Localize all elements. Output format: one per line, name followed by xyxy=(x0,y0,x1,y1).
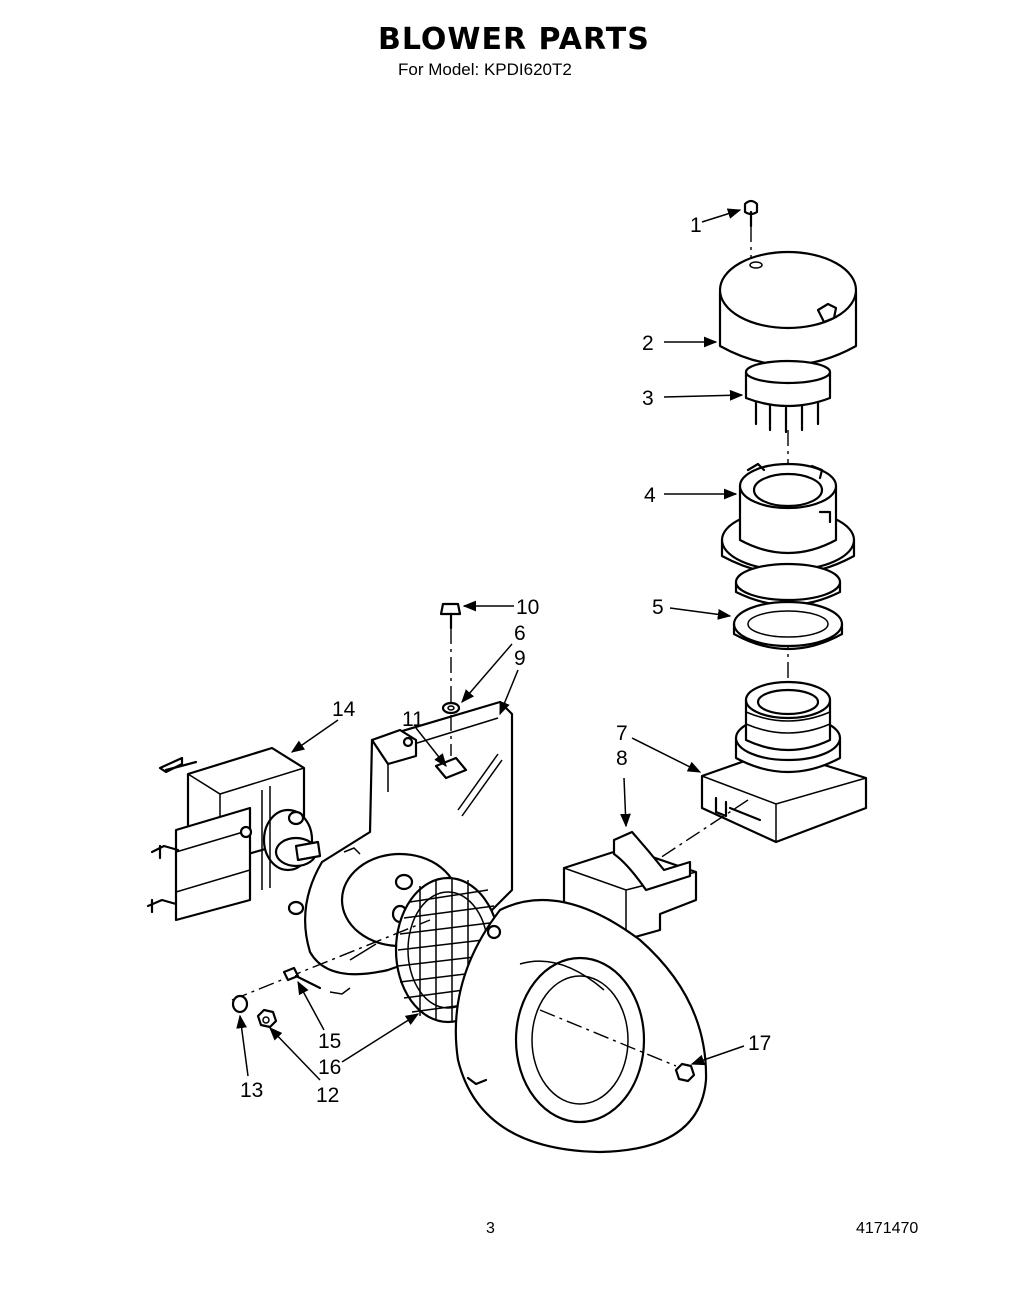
part-4-coupling xyxy=(720,462,856,575)
callout-11: 11 xyxy=(402,708,424,731)
model-subtitle: For Model: KPDI620T2 xyxy=(398,60,572,79)
part-10-bolt xyxy=(439,602,462,756)
part-17-nut xyxy=(674,1062,696,1083)
callout-12: 12 xyxy=(316,1084,339,1107)
part-7-8-housing-base xyxy=(700,680,868,844)
outlet-axis xyxy=(659,799,749,859)
callout-7: 7 xyxy=(616,722,628,745)
callout-13: 13 xyxy=(240,1079,263,1102)
callout-15: 15 xyxy=(318,1030,341,1053)
callout-3: 3 xyxy=(642,387,654,410)
callout-4: 4 xyxy=(644,484,656,507)
callout-6: 6 xyxy=(514,622,526,645)
blower-housing xyxy=(454,830,708,1154)
part-6-washer xyxy=(441,701,461,715)
callout-14: 14 xyxy=(332,698,356,721)
part-1-screw xyxy=(743,199,759,262)
page-number: 3 xyxy=(486,1220,495,1237)
callout-8: 8 xyxy=(616,747,628,770)
part-15-screw xyxy=(282,966,322,990)
callout-17: 17 xyxy=(748,1032,771,1055)
callout-10: 10 xyxy=(516,596,539,619)
document-code: 4171470 xyxy=(856,1220,919,1237)
page-title: BLOWER PARTS xyxy=(378,22,650,57)
callout-1: 1 xyxy=(690,214,702,237)
part-5-seal-ring xyxy=(732,562,844,650)
part-14-motor xyxy=(146,746,322,922)
callout-labels: 1 2 3 4 5 6 7 8 9 10 11 12 13 14 15 16 1… xyxy=(240,214,771,1107)
leader-lines xyxy=(236,208,745,1081)
callout-9: 9 xyxy=(514,647,526,670)
callout-16: 16 xyxy=(318,1056,341,1079)
part-2-cover xyxy=(718,250,858,366)
part-13-washer xyxy=(231,994,249,1014)
part-3-plug xyxy=(744,359,832,434)
part-12-nut xyxy=(256,1008,278,1029)
shaft-axis xyxy=(231,919,431,1001)
wheel-axis xyxy=(539,1009,677,1067)
callout-2: 2 xyxy=(642,332,654,355)
callout-5: 5 xyxy=(652,596,664,619)
